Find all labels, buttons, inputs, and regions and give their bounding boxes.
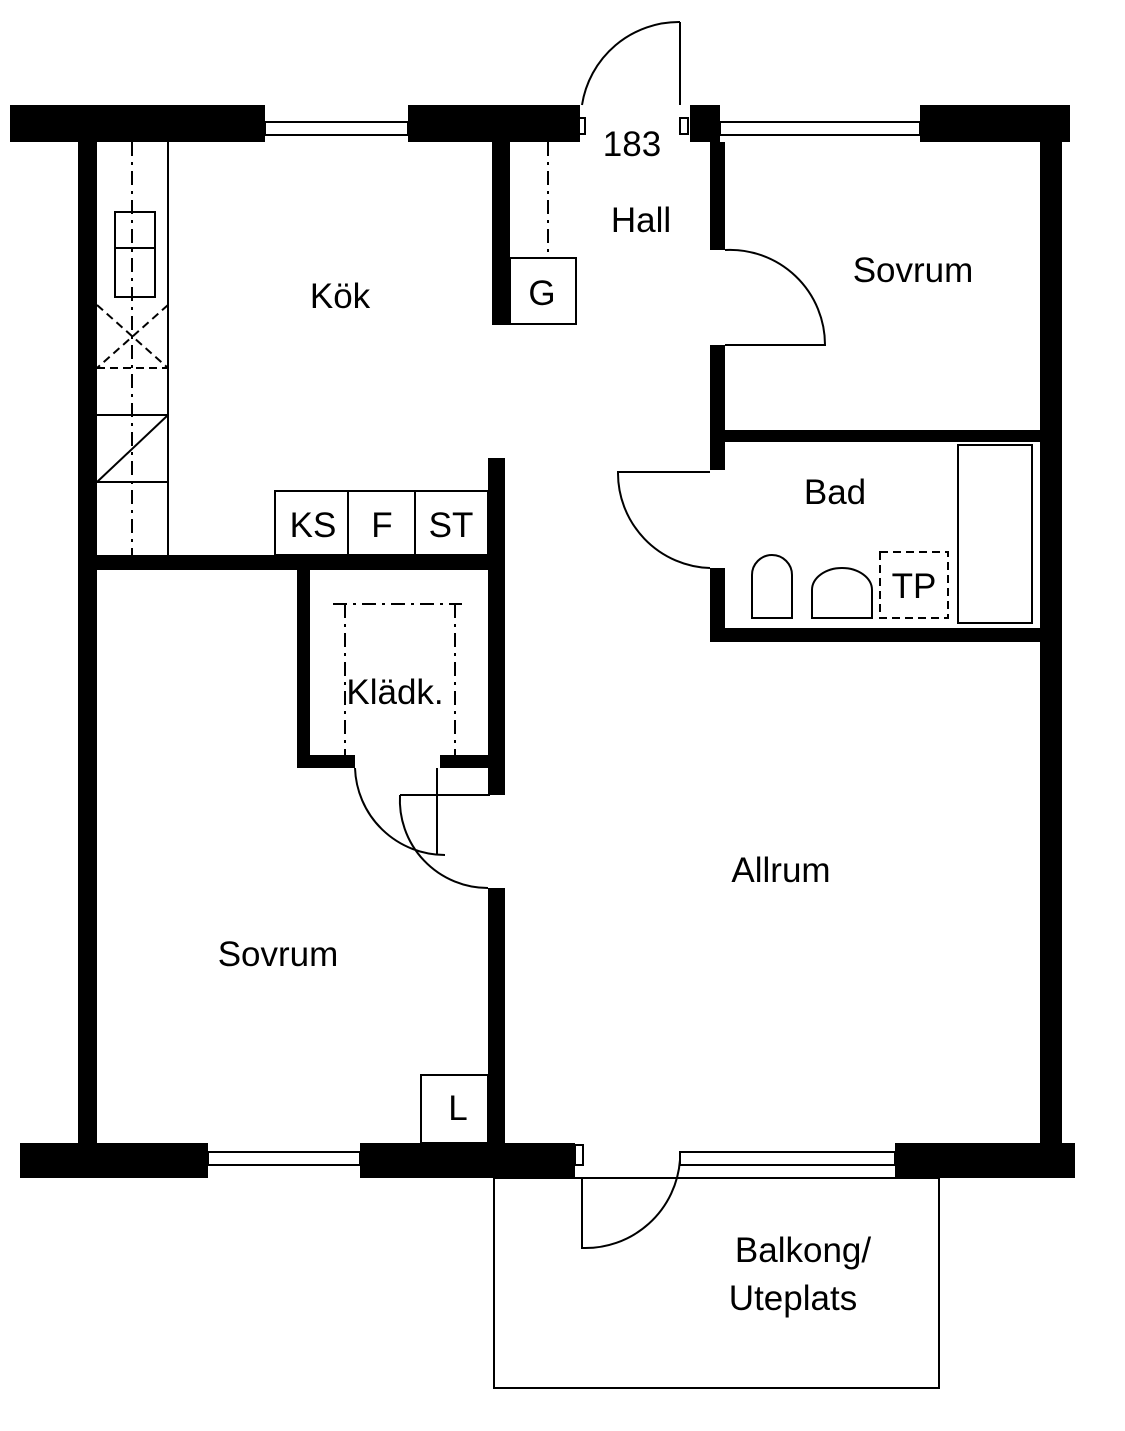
windows — [207, 117, 921, 1166]
fixture-label-linen: L — [448, 1089, 467, 1128]
fixture-label-storage: ST — [429, 506, 474, 545]
fixture-label-freezer: KS — [290, 506, 337, 545]
room-label-balcony-line2: Uteplats — [729, 1279, 857, 1318]
room-label-bedroom-bottom: Sovrum — [218, 935, 339, 974]
room-label-kitchen: Kök — [310, 277, 371, 316]
bath-fixtures — [751, 444, 1033, 624]
unit-number: 183 — [603, 125, 661, 164]
balcony-outline — [493, 1177, 940, 1389]
walls — [10, 105, 1075, 1178]
closet-rail — [333, 603, 462, 755]
room-label-bathroom: Bad — [804, 473, 866, 512]
fixture-label-drying-cabinet: TP — [892, 567, 937, 606]
linen-cabinet — [420, 1074, 489, 1144]
doors — [354, 20, 827, 1250]
room-label-balcony-line1: Balkong/ — [735, 1231, 871, 1270]
fixture-label-fridge: F — [371, 506, 392, 545]
room-label-hall: Hall — [611, 201, 671, 240]
room-label-closet: Klädk. — [346, 673, 443, 712]
room-label-living-room: Allrum — [731, 851, 830, 890]
kitchen-counter — [96, 142, 577, 556]
room-label-bedroom-top: Sovrum — [853, 251, 974, 290]
fixture-label-wardrobe: G — [528, 274, 555, 313]
